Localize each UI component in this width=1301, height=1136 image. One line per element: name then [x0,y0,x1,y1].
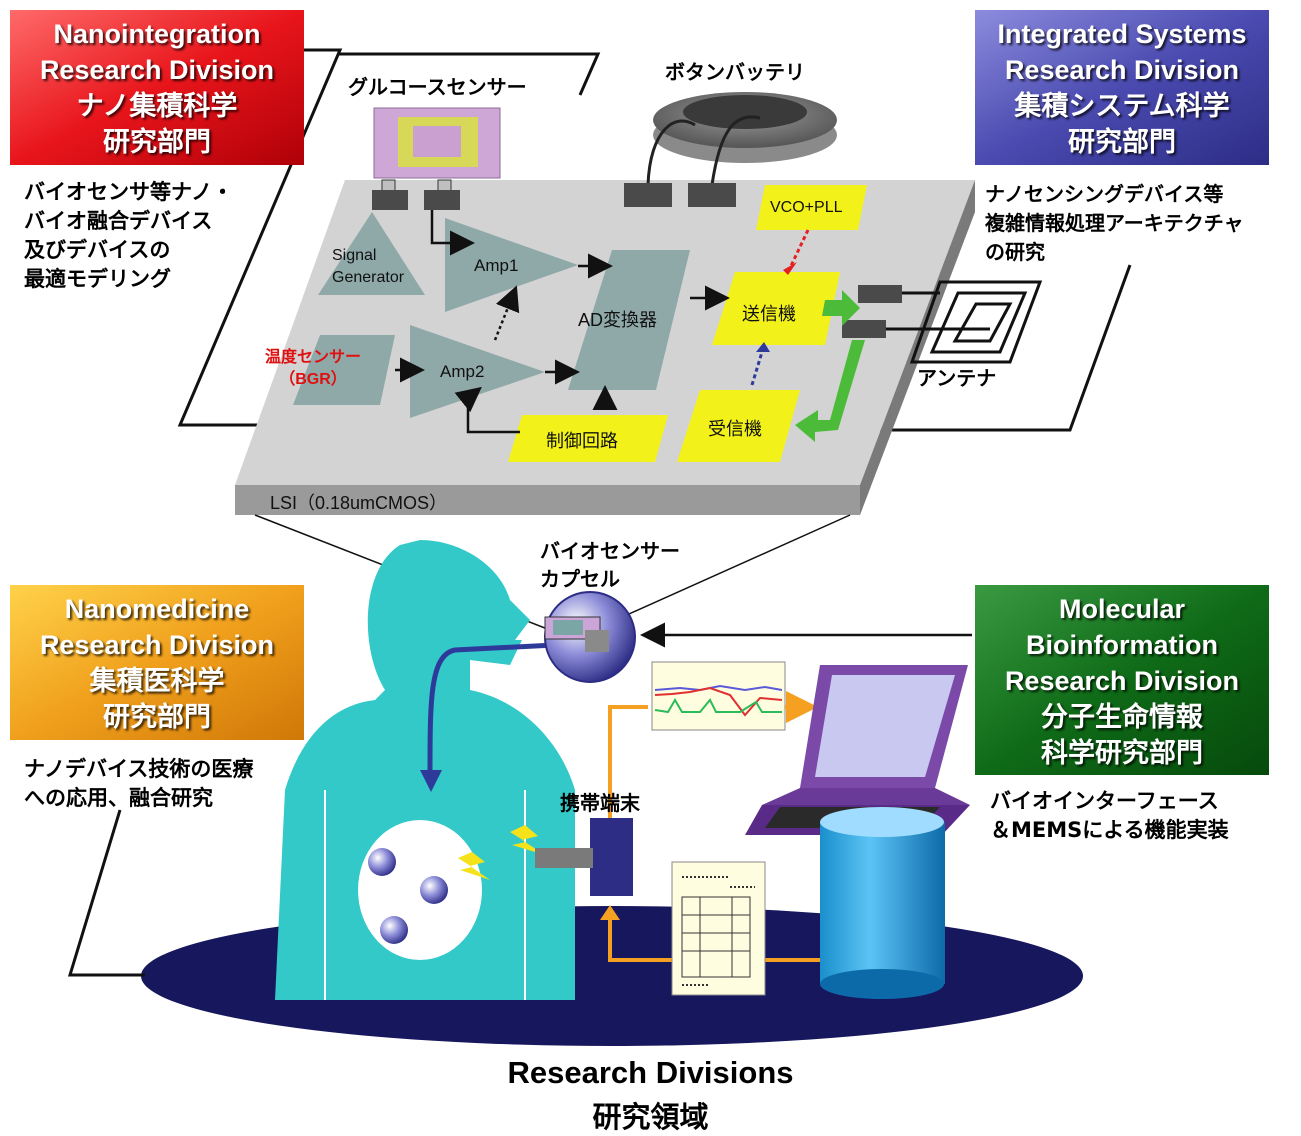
swallow-path [427,642,556,776]
antenna-label: アンテナ [917,366,997,390]
nanointegration-title: Nanointegration Research Division ナノ集積科学… [39,19,275,157]
handheld-plug [535,848,593,868]
integrated-systems-title: Integrated Systems Research Division 集積シ… [997,19,1247,157]
vco-arrow [788,229,810,269]
capsule-ball-2 [420,876,448,904]
vco-pll-shape [756,185,867,230]
antenna-pad-1 [858,285,902,303]
signal-graph [651,661,786,731]
orange-return-head [600,905,620,920]
control-circuit-label: 制御回路 [546,431,618,451]
temp-sensor-label: 温度センサー （BGR） [265,349,362,388]
button-battery-label: ボタンバッテリ [665,60,805,84]
integrated-systems-box [975,10,1269,165]
vco-pll-label: VCO+PLL [770,199,843,216]
database-cylinder [820,807,945,999]
swallow-arrowhead [420,770,442,792]
document [671,861,766,996]
biosensor-capsule-label: バイオセンサー カプセル [540,539,680,591]
molecular-title: Molecular Bioinformation Research Divisi… [1004,593,1240,768]
receiver-shape [677,390,800,462]
receiver-to-transmitter-arrow [750,351,764,386]
molecular-description: バイオインターフェース ＆MEMSによる機能実装 [990,789,1229,842]
antenna-spiral [886,280,1043,364]
nanointegration-box [10,10,304,165]
amp1-shape [445,218,578,312]
receiver-to-transmitter-head [756,342,770,352]
ad-converter-label: AD変換器 [578,310,658,330]
temp-sensor-shape [293,335,395,405]
signal-generator-label: Signal Generator [332,247,405,286]
vco-arrow-head [783,262,797,275]
molecular-box [975,585,1269,775]
amp2-label: Amp2 [440,362,485,381]
lsi-label: LSI（0.18umCMOS） [270,493,448,513]
chip-to-capsule-line-2 [619,514,851,619]
chip-signal-arrows [395,210,730,434]
footer-title-en: Research Divisions [507,1055,794,1090]
integrated-systems-description: ナノセンシングデバイス等 複雑情報処理アーキテクチャ の研究 [985,182,1244,264]
receiver-label: 受信機 [708,419,762,439]
nanointegration-description: バイオセンサ等ナノ・ バイオ融合デバイス 及びデバイスの 最適モデリング [24,180,233,291]
amp1-label: Amp1 [474,256,519,275]
lightning-1 [458,852,490,880]
amp2-shape [410,325,545,418]
capsule-ball-1 [368,848,396,876]
nanomedicine-description: ナノデバイス技術の医療 への応用、融合研究 [24,757,254,810]
antenna-pad-2 [842,320,886,338]
ad-converter-shape [568,250,690,390]
nanomedicine-leader [67,809,145,977]
glucose-sensor-label: グルコースセンサー [348,75,527,99]
control-circuit-shape [508,415,668,462]
nanointegration-leader-2 [338,52,601,96]
footer-title-ja: 研究領域 [592,1100,709,1134]
signal-generator-shape [318,212,425,295]
transmitter-shape [712,272,840,345]
rx-green-arrow [795,340,865,442]
lightning-2 [510,825,545,855]
capsule-ball-3 [380,916,408,944]
orange-arrow-graph [608,705,648,818]
nanomedicine-box [10,585,304,740]
mobile-terminal-label: 携帯端末 [560,791,640,815]
biosensor-capsule [544,591,636,683]
glucose-sensor [372,107,501,210]
integrated-leader [865,264,1132,432]
button-battery [624,92,837,207]
tx-green-arrow [822,290,860,326]
handheld-device [590,818,633,896]
nanointegration-leader [177,48,343,427]
nanomedicine-title: Nanomedicine Research Division 集積医科学 研究部… [39,594,275,732]
transmitter-label: 送信機 [742,304,796,324]
